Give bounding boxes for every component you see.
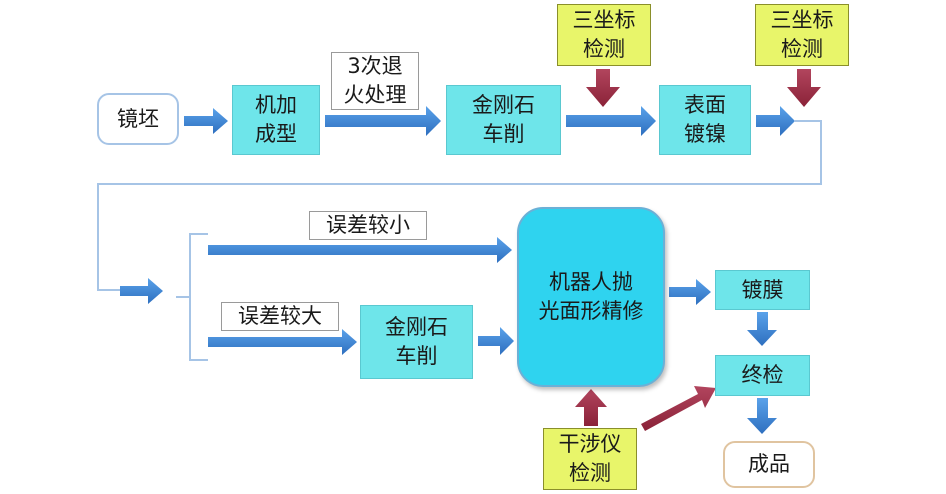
- arrow-cmm2-inspect: [787, 69, 821, 107]
- arrow-small-error-to-robot: [208, 237, 512, 263]
- arrow-diamond-turn-to-nickel: [566, 106, 656, 136]
- arrow-large-error-to-diamond-turn: [208, 329, 357, 355]
- label-large-error: 误差较大: [221, 302, 339, 331]
- node-cmm-inspection-1: 三坐标 检测: [557, 4, 651, 66]
- node-final-inspection: 终检: [715, 355, 810, 396]
- row-connector-line: [97, 120, 822, 291]
- branch-bracket: [176, 233, 208, 361]
- arrow-cmm1-inspect: [586, 69, 620, 107]
- node-interferometer-inspection: 干涉仪 检测: [543, 428, 637, 490]
- arrow-connector-to-branch: [120, 278, 163, 304]
- arrow-robot-to-coating: [669, 279, 711, 305]
- node-coating: 镀膜: [715, 270, 810, 310]
- node-robot-polishing: 机器人抛 光面形精修: [517, 207, 665, 387]
- node-forming: 机加 成型: [232, 85, 320, 155]
- arrow-blank-to-forming: [184, 108, 228, 134]
- arrow-coating-to-final-inspect: [747, 312, 777, 346]
- arrow-interferometer-to-robot: [575, 389, 607, 426]
- label-anneal: 3次退 火处理: [331, 52, 419, 110]
- label-small-error: 误差较小: [309, 211, 427, 240]
- node-diamond-turn-2: 金刚石 车削: [360, 305, 473, 379]
- arrow-interferometer-to-final-inspect: [641, 386, 716, 431]
- node-cmm-inspection-2: 三坐标 检测: [755, 4, 849, 66]
- node-finished-product: 成品: [723, 441, 815, 488]
- node-diamond-turn-1: 金刚石 车削: [446, 85, 561, 155]
- arrow-final-inspect-to-product: [747, 398, 777, 434]
- arrow-diamond-turn-to-robot: [478, 327, 514, 355]
- node-blank: 镜坯: [97, 93, 179, 145]
- arrow-nickel-to-connector: [756, 106, 795, 136]
- node-nickel-plating: 表面 镀镍: [659, 85, 751, 155]
- arrow-forming-to-diamond-turn: [325, 106, 441, 136]
